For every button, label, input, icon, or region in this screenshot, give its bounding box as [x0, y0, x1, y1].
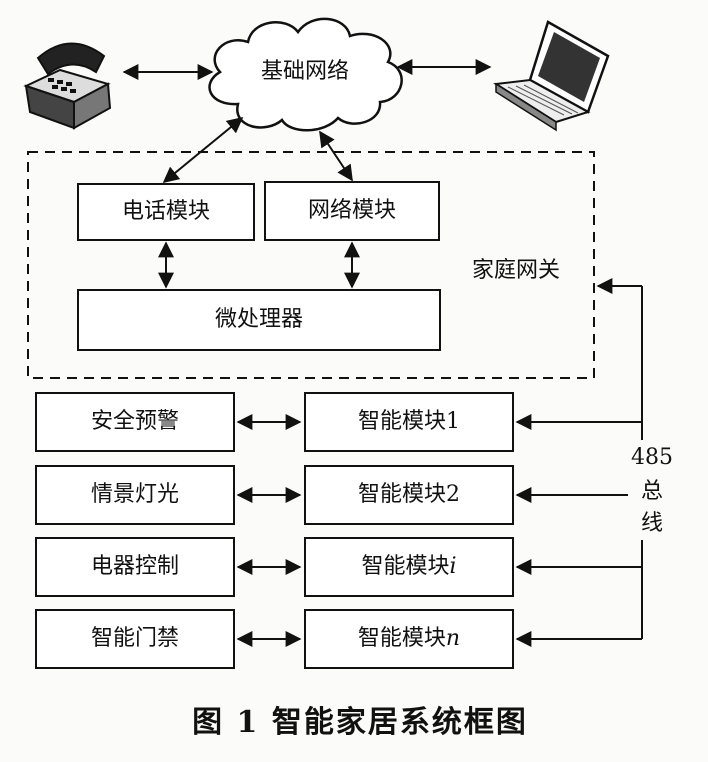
telephone-icon: [23, 42, 112, 130]
smart-module-label: 智能模块n: [358, 626, 460, 651]
smart-module-box: [304, 609, 514, 669]
home-gateway-label: 家庭网关: [472, 258, 560, 283]
laptop-icon: [493, 20, 610, 132]
device-row-3: 电器控制 智能模块i: [35, 537, 642, 597]
cloud-phone-module-link: [162, 116, 244, 184]
device-label: 智能门禁: [91, 626, 179, 651]
smart-module-text: 智能模块: [361, 554, 449, 579]
phone-module-label: 电话模块: [122, 199, 210, 224]
bus-485: 485 总 线: [596, 278, 673, 639]
bus-label-line1: 总: [641, 479, 663, 504]
smart-module-suffix: n: [446, 626, 460, 651]
microprocessor-label: 微处理器: [215, 307, 303, 332]
microprocessor-box: [77, 289, 441, 351]
device-label: 安全预警: [91, 409, 179, 434]
cloud-network-module-link: [319, 130, 353, 182]
base-network-label: 基础网络: [261, 59, 349, 84]
device-box: [35, 465, 235, 525]
bus-label-bg: [628, 440, 672, 540]
network-module-label: 网络模块: [308, 198, 396, 223]
device-row-4: 智能门禁 智能模块n: [35, 609, 642, 669]
smart-module-label: 智能模块2: [358, 482, 460, 507]
device-row-2: 情景灯光 智能模块2: [35, 465, 642, 525]
base-network-cloud: 基础网络: [208, 17, 403, 132]
smart-module-label: 智能模块1: [358, 409, 460, 434]
device-box: [35, 392, 235, 452]
smart-module-box: [304, 537, 514, 597]
bus-number: 485: [631, 445, 673, 470]
home-gateway-boundary: [27, 151, 595, 379]
figure-caption: 图 1 智能家居系统框图: [192, 705, 528, 740]
smart-module-text: 智能模块: [358, 626, 446, 651]
smart-module-suffix: i: [449, 554, 456, 579]
device-label: 电器控制: [91, 554, 179, 579]
device-box: [35, 537, 235, 597]
bus-label-line2: 线: [641, 511, 663, 536]
smart-module-box: [304, 392, 514, 452]
smart-module-label: 智能模块i: [361, 554, 456, 579]
phone-module-box: [77, 183, 255, 241]
device-box: [35, 609, 235, 669]
device-label: 情景灯光: [91, 482, 179, 507]
device-row-1: 安全预警 智能模块1: [35, 392, 642, 452]
network-module-box: [264, 181, 440, 241]
smart-module-box: [304, 465, 514, 525]
